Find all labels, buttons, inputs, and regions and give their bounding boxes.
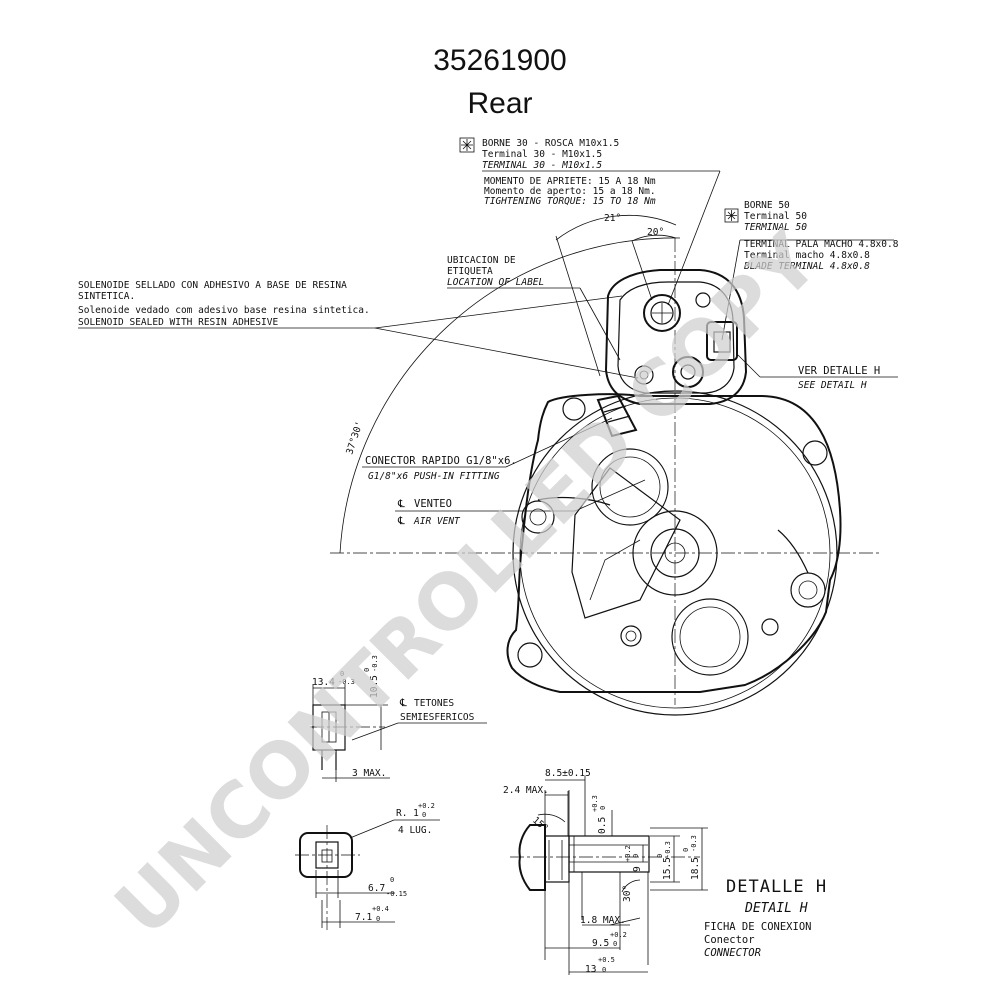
dim-9-tol-lower: 0 xyxy=(632,854,640,858)
dim-9-tol-upper: +0.2 xyxy=(624,845,632,862)
callout-see-detail: VER DETALLE H SEE DETAIL H xyxy=(737,354,898,391)
dim-r-1-tol-lower: 0 xyxy=(422,811,426,819)
part-number: 35261900 xyxy=(433,44,566,77)
callout-torque: MOMENTO DE APRIETE: 15 A 18 Nm Momento d… xyxy=(484,176,656,207)
detail-h-subtitle: DETAIL H xyxy=(744,901,808,916)
callout-push-in: CONECTOR RAPIDO G1/8"x6. G1/8"x6 PUSH-IN… xyxy=(362,417,613,482)
terminal-30-en: TERMINAL 30 - M10x1.5 xyxy=(482,160,602,171)
solenoid-es-2: SINTETICA. xyxy=(78,291,135,302)
terminal-50-pt: Terminal 50 xyxy=(744,211,807,222)
detail-h-title: DETALLE H xyxy=(726,877,827,897)
dim-13-tol-upper: +0.5 xyxy=(598,956,615,964)
studs-es-1: TETONES xyxy=(414,698,454,709)
centerline-symbol-3: ℄ xyxy=(399,697,407,709)
detail-h-caption: DETALLE H DETAIL H FICHA DE CONEXION Con… xyxy=(704,877,827,959)
push-in-en: G1/8"x6 PUSH-IN FITTING xyxy=(368,471,500,482)
angle-21-label: 21° xyxy=(604,213,621,224)
lug-front-detail: R. 1 +0.2 0 4 LUG. 6.7 0 -0.15 7.1 +0.4 … xyxy=(295,802,440,930)
dim-10-5-tol-upper: 0 xyxy=(363,668,371,672)
dim-7-1-tol-lower: 0 xyxy=(376,915,380,923)
dim-6-7-tol-lower: -0.15 xyxy=(386,890,407,898)
dim-0-5-tol-upper: +0.3 xyxy=(591,795,599,812)
dim-15-5-tol-lower: -0.3 xyxy=(664,841,672,858)
dim-2-4-max: 2.4 MAX. xyxy=(503,785,549,796)
callout-blade-terminal: TERMINAL PALA MACHO 4.8x0.8 Terminal mac… xyxy=(721,239,899,341)
dim-7-1: 7.1 xyxy=(355,912,372,923)
dim-18-5-tol-lower: -0.3 xyxy=(690,835,698,852)
stud-side-detail: 13.4 0 -0.3 10.5 0 -0.3 3 MAX. ℄ TETONES… xyxy=(310,655,487,782)
dim-18-5-tol-upper: 0 xyxy=(682,848,690,852)
dim-6-7-tol-upper: 0 xyxy=(390,876,394,884)
solenoid-pt: Solenoide vedado com adesivo base resina… xyxy=(78,305,370,316)
dim-10-5-tol-lower: -0.3 xyxy=(371,655,379,672)
dim-0-5: 0.5 xyxy=(597,817,608,834)
dim-9-5-tol-lower: 0 xyxy=(613,940,617,948)
dim-15-5: 15.5 xyxy=(662,857,673,880)
dim-7-1-tol-upper: +0.4 xyxy=(372,905,389,913)
angle-15-label: 15° xyxy=(530,815,550,834)
connection-plug-es: FICHA DE CONEXION xyxy=(704,921,811,933)
torque-pt: Momento de aperto: 15 a 18 Nm. xyxy=(484,186,656,197)
view-title: Rear xyxy=(467,87,532,120)
terminal-50-es: BORNE 50 xyxy=(744,200,790,211)
label-location-es-1: UBICACION DE xyxy=(447,255,516,266)
dim-r-1: R. 1 xyxy=(396,808,419,819)
centerline-symbol-2: ℄ xyxy=(397,515,405,527)
centerline-symbol-1: ℄ xyxy=(397,498,405,510)
detail-h-drawing: 8.5±0.15 2.4 MAX. 15° 0.5 +0.3 0 9 +0.2 … xyxy=(503,768,708,975)
dim-9-5: 9.5 xyxy=(592,938,609,949)
terminal-30-pt: Terminal 30 - M10x1.5 xyxy=(482,149,602,160)
blade-terminal-es: TERMINAL PALA MACHO 4.8x0.8 xyxy=(744,239,899,250)
dim-13-4: 13.4 xyxy=(312,677,335,688)
starter-rear-view xyxy=(506,390,842,716)
dim-1-8-max: 1.8 MAX. xyxy=(580,915,626,926)
dim-9-5-tol-upper: +0.2 xyxy=(610,931,627,939)
solenoid-en: SOLENOID SEALED WITH RESIN ADHESIVE xyxy=(78,317,278,328)
dim-9: 9 xyxy=(632,866,643,872)
blade-terminal-pt: Terminal macho 4.8x0.8 xyxy=(744,250,870,261)
vent-es: VENTEO xyxy=(414,498,452,510)
dim-8-5: 8.5±0.15 xyxy=(545,768,591,779)
label-location-en: LOCATION OF LABEL xyxy=(447,277,544,288)
angle-dim-20: 20° xyxy=(631,227,677,301)
callout-air-vent: ℄ VENTEO ℄ AIR VENT xyxy=(395,479,646,527)
dim-0-5-tol-lower: 0 xyxy=(599,806,607,810)
callout-label-location: UBICACION DE ETIQUETA LOCATION OF LABEL xyxy=(447,255,621,361)
callout-solenoid: SOLENOIDE SELLADO CON ADHESIVO A BASE DE… xyxy=(78,280,639,379)
angle-30-label: 30° xyxy=(622,885,633,902)
dim-13-4-tol-lower: -0.3 xyxy=(338,678,355,686)
dim-13-tol-lower: 0 xyxy=(602,966,606,974)
see-detail-es: VER DETALLE H xyxy=(798,365,880,377)
torque-en: TIGHTENING TORQUE: 15 TO 18 Nm xyxy=(484,196,656,207)
push-in-es: CONECTOR RAPIDO G1/8"x6. xyxy=(365,455,517,467)
dim-18-5: 18.5 xyxy=(690,857,701,880)
connection-plug-pt: Conector xyxy=(704,934,755,946)
dim-15-5-tol-upper: 0 xyxy=(656,854,664,858)
dim-13: 13 xyxy=(585,964,596,975)
lug-count: 4 LUG. xyxy=(398,825,432,836)
angle-dim-21: 21° xyxy=(555,213,677,377)
blade-terminal-en: BLADE TERMINAL 4.8x0.8 xyxy=(744,261,870,272)
dim-3-max: 3 MAX. xyxy=(352,768,386,779)
main-centerlines xyxy=(330,238,880,705)
dim-6-7: 6.7 xyxy=(368,883,385,894)
callout-terminal-50: BORNE 50 Terminal 50 TERMINAL 50 xyxy=(724,200,807,233)
angle-20-label: 20° xyxy=(647,227,664,238)
terminal-50-en: TERMINAL 50 xyxy=(744,222,807,233)
dim-13-4-tol-upper: 0 xyxy=(340,670,344,678)
label-location-es-2: ETIQUETA xyxy=(447,266,493,277)
torque-es: MOMENTO DE APRIETE: 15 A 18 Nm xyxy=(484,176,656,187)
connection-plug-en: CONNECTOR xyxy=(704,947,761,959)
callout-terminal-30: BORNE 30 - ROSCA M10x1.5 Terminal 30 - M… xyxy=(459,137,721,306)
solenoid-cap xyxy=(596,269,748,438)
solenoid-es-1: SOLENOIDE SELLADO CON ADHESIVO A BASE DE… xyxy=(78,280,347,291)
dim-r-1-tol-upper: +0.2 xyxy=(418,802,435,810)
dim-10-5: 10.5 xyxy=(369,675,380,698)
vent-en: AIR VENT xyxy=(413,516,461,527)
terminal-30-es: BORNE 30 - ROSCA M10x1.5 xyxy=(482,138,619,149)
studs-es-2: SEMIESFERICOS xyxy=(400,712,475,723)
see-detail-en: SEE DETAIL H xyxy=(798,380,867,391)
